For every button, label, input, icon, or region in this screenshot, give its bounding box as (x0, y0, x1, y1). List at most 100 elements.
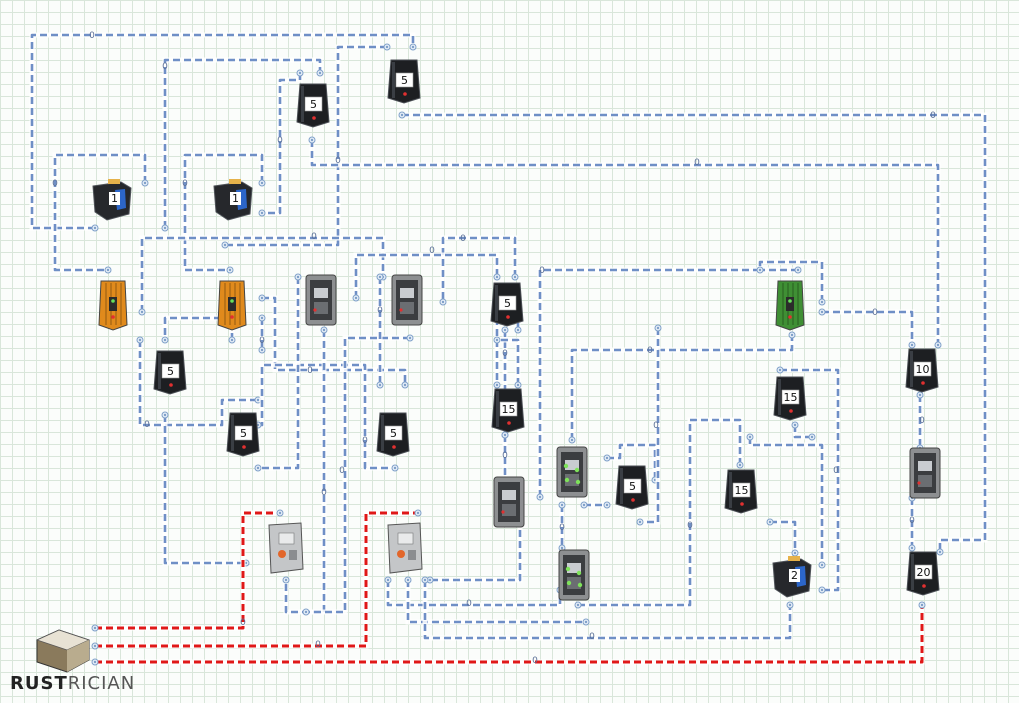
wire-endpoint-dot (910, 343, 914, 347)
wire-value-label: 0 (930, 111, 936, 121)
wire-value-label: 0 (277, 136, 283, 146)
wire-signal-37[interactable] (793, 425, 812, 439)
wire-endpoint-dot (810, 435, 814, 439)
wire-signal-16[interactable] (354, 253, 499, 298)
counter-counter_mid[interactable]: 15 (491, 388, 525, 433)
wire-signal-32[interactable] (607, 443, 657, 480)
wire-signal-5[interactable] (310, 140, 940, 345)
counter-counter_bottom_right[interactable]: 20 (906, 551, 940, 596)
logic-gate-1[interactable] (305, 274, 337, 326)
wire-endpoint-dot (310, 138, 314, 142)
wire-endpoint-dot (406, 578, 410, 582)
counter-counter_right_b[interactable]: 15 (724, 469, 758, 514)
counter-counter_top[interactable]: 5 (387, 59, 421, 104)
wire-endpoint-dot (938, 550, 942, 554)
wire-value-label: 0 (335, 156, 341, 166)
switch-1[interactable] (268, 522, 304, 574)
wire-power-45[interactable] (95, 511, 418, 648)
logo-strong-text: RUST (10, 673, 68, 694)
wire-endpoint-dot (820, 588, 824, 592)
counter-counter_far_right[interactable]: 10 (905, 348, 939, 393)
switch-2[interactable] (387, 522, 423, 574)
wire-value-label: 0 (52, 179, 58, 189)
wire-signal-39[interactable] (748, 437, 824, 565)
logic-gate-5[interactable] (556, 446, 588, 498)
wire-signal-23[interactable] (497, 338, 520, 385)
wire-power-46[interactable] (95, 605, 924, 664)
power-generator[interactable] (35, 629, 91, 673)
wire-endpoint-dot (605, 456, 609, 460)
rustrician-logo: RUSTRICIAN (10, 673, 135, 694)
counter-counter_row1_d[interactable]: 5 (376, 412, 410, 457)
wire-endpoint-dot (298, 71, 302, 75)
wire-endpoint-dot (910, 546, 914, 550)
wire-signal-20[interactable] (163, 415, 246, 565)
wire-signal-3[interactable] (225, 45, 387, 247)
wire-endpoint-dot (93, 226, 97, 230)
wire-endpoint-dot (423, 578, 427, 582)
wire-signal-2[interactable] (262, 73, 302, 215)
battery-battery_top_left[interactable]: 1 (92, 179, 132, 221)
wire-value-label: 0 (502, 451, 508, 461)
splitter-1[interactable] (98, 280, 128, 331)
wire-signal-27[interactable] (570, 335, 794, 440)
wire-signal-10[interactable] (138, 340, 258, 427)
wire-endpoint-dot (513, 275, 517, 279)
wire-signal-25[interactable] (538, 260, 824, 497)
wire-power-44[interactable] (95, 511, 280, 630)
logic-gate-2[interactable] (391, 274, 423, 326)
wire-signal-36[interactable] (780, 368, 840, 592)
wire-signal-9[interactable] (441, 236, 517, 302)
wire-signal-43[interactable] (423, 580, 792, 640)
wire-signal-4[interactable] (402, 113, 987, 552)
battery-battery_bottom[interactable]: 2 (772, 556, 812, 598)
logo-thin-text: RICIAN (67, 673, 136, 694)
battery-value: 1 (111, 192, 118, 205)
wire-endpoint-dot (256, 398, 260, 402)
wire-signal-40[interactable] (770, 520, 797, 553)
wire-endpoint-dot (223, 243, 227, 247)
counter-counter_row1_b[interactable]: 5 (153, 350, 187, 395)
wire-endpoint-dot (920, 603, 924, 607)
wire-signal-18[interactable] (306, 336, 410, 614)
wire-signal-33[interactable] (640, 328, 660, 524)
wire-endpoint-dot (296, 275, 300, 279)
wire-endpoint-dot (378, 383, 382, 387)
wire-endpoint-dot (354, 296, 358, 300)
splitter-2[interactable] (217, 280, 247, 331)
wire-signal-41[interactable] (386, 580, 562, 607)
counter-counter_top2[interactable]: 5 (296, 83, 330, 128)
wire-signal-12[interactable] (262, 296, 407, 385)
wire-endpoint-dot (516, 328, 520, 332)
wire-endpoint-dot (738, 463, 742, 467)
wire-endpoint-dot (820, 300, 824, 304)
splitter-3[interactable] (775, 280, 805, 331)
wire-signal-42[interactable] (406, 580, 586, 624)
wire-endpoint-dot (228, 268, 232, 272)
wire-signal-29[interactable] (822, 310, 914, 345)
wire-signal-38[interactable] (578, 418, 742, 607)
counter-counter_row1_c[interactable]: 5 (226, 412, 260, 457)
counter-counter_row1_a[interactable]: 5 (490, 282, 524, 327)
wire-endpoint-dot (143, 181, 147, 185)
counter-counter_center[interactable]: 5 (615, 465, 649, 510)
wire-signal-15[interactable] (258, 277, 300, 470)
wire-endpoint-dot (260, 211, 264, 215)
wire-signal-1[interactable] (163, 58, 322, 228)
wire-value-label: 0 (162, 62, 168, 72)
counter-value: 15 (784, 391, 798, 404)
counter-counter_right_a[interactable]: 15 (773, 376, 807, 421)
battery-battery_top_mid[interactable]: 1 (213, 179, 253, 221)
logic-gate-4[interactable] (909, 447, 941, 499)
logic-gate-6[interactable] (558, 549, 590, 601)
wire-endpoint-dot (163, 338, 167, 342)
wire-endpoint-dot (768, 520, 772, 524)
wire-signal-0[interactable] (30, 33, 415, 230)
wire-endpoint-dot (560, 503, 564, 507)
wire-signal-7[interactable] (183, 153, 264, 272)
counter-value: 5 (310, 98, 317, 111)
wire-endpoint-dot (278, 511, 282, 515)
logic-gate-3[interactable] (493, 476, 525, 528)
wire-value-label: 0 (307, 366, 313, 376)
